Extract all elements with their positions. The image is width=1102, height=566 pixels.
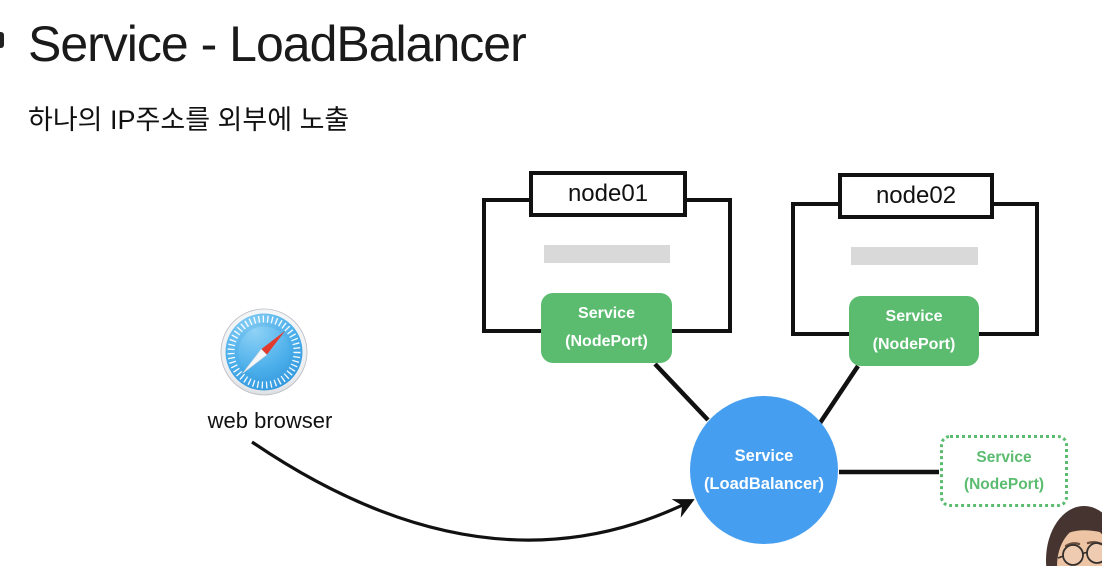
node02-pod-placeholder bbox=[851, 247, 978, 265]
slide-subtitle: 하나의 IP주소를 외부에 노출 bbox=[28, 105, 350, 135]
node02-name: node02 bbox=[875, 182, 957, 209]
service-label-line1: Service bbox=[578, 305, 635, 322]
lb-label-line1: Service bbox=[734, 447, 794, 465]
node01-pod-placeholder bbox=[544, 245, 670, 263]
service-label-line2: (NodePort) bbox=[565, 333, 648, 350]
compass-needle-red bbox=[261, 330, 286, 355]
safari-compass-icon bbox=[220, 308, 308, 396]
external-service-nodeport-dashed: Service (NodePort) bbox=[940, 435, 1068, 507]
face-skin bbox=[1057, 526, 1102, 566]
compass-needle-white bbox=[242, 348, 268, 374]
glasses-right-lens bbox=[1086, 542, 1102, 564]
web-browser-label: web browser bbox=[207, 408, 333, 433]
lb-label-line2: (LoadBalancer) bbox=[703, 475, 825, 493]
glasses-left-lens bbox=[1062, 544, 1084, 566]
presenter-face bbox=[1046, 506, 1102, 566]
node01-service-nodeport: Service (NodePort) bbox=[541, 293, 672, 363]
edge-node01-to-lb bbox=[653, 362, 710, 422]
node02-service-nodeport: Service (NodePort) bbox=[849, 296, 979, 366]
node01-label: node01 bbox=[529, 171, 687, 217]
hairline bbox=[1056, 517, 1102, 540]
external-label-line2: (NodePort) bbox=[963, 476, 1045, 493]
external-label-line1: Service bbox=[976, 449, 1032, 466]
screen-edge-artifact bbox=[0, 32, 4, 48]
node01-name: node01 bbox=[567, 180, 649, 207]
edge-browser-to-lb-arrow bbox=[251, 440, 695, 542]
page-title: Service - LoadBalancer bbox=[28, 16, 527, 72]
service-loadbalancer-circle: Service (LoadBalancer) bbox=[690, 396, 838, 544]
service-label-line1: Service bbox=[885, 308, 943, 325]
service-label-line2: (NodePort) bbox=[872, 336, 956, 353]
edge-node02-to-lb bbox=[818, 364, 860, 425]
node02-label: node02 bbox=[838, 173, 994, 219]
